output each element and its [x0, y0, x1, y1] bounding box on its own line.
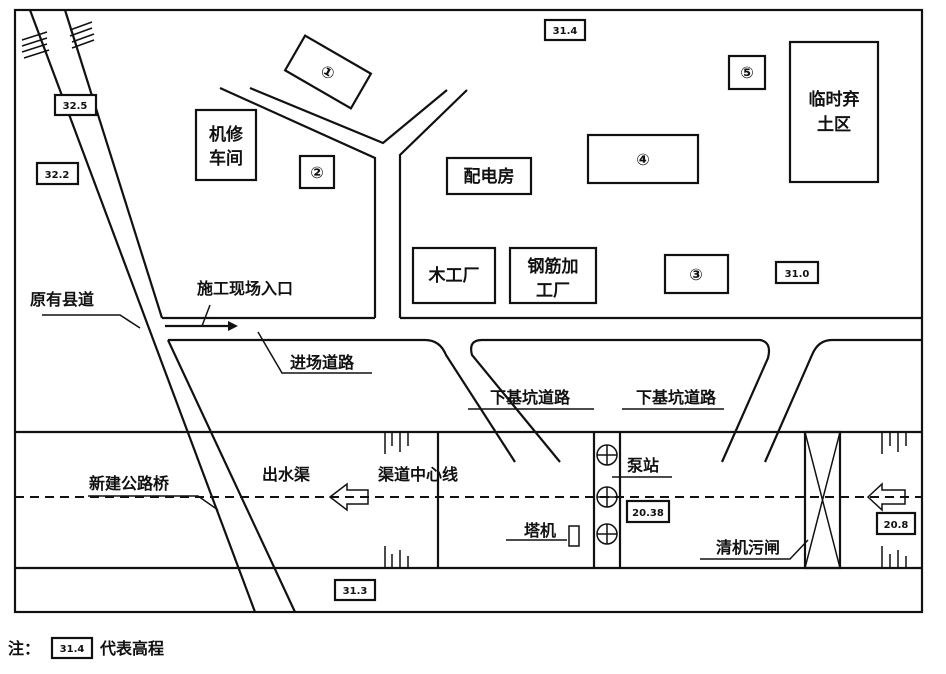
power-room-label: 配电房	[464, 166, 515, 187]
cleaning-gate-label: 清机污闸	[716, 538, 780, 557]
repair-shop-label: 机修	[209, 124, 244, 145]
tower-crane-label: 塔机	[524, 521, 556, 540]
pump-station-label: 泵站	[626, 456, 659, 475]
power-room-box	[445, 156, 533, 196]
pit-road-right-outer	[763, 338, 922, 463]
y-road-inner-edge	[249, 86, 448, 145]
gate-frame	[803, 430, 842, 570]
svg-text:32.2: 32.2	[45, 170, 70, 181]
pit-road-inner	[470, 338, 771, 463]
canal-centerline-label: 渠道中心线	[378, 465, 458, 484]
entrance-leader	[201, 304, 211, 327]
elevation-tag: 31.4	[543, 18, 587, 42]
repair-shop-box	[194, 108, 258, 182]
pit-road-left-label: 下基坑道路	[490, 388, 571, 407]
svg-text:31.3: 31.3	[343, 586, 368, 597]
pit-road-right-label: 下基坑道路	[636, 388, 717, 407]
elevation-tag: 32.2	[35, 161, 80, 186]
note-sample-box	[50, 636, 94, 660]
note-sample-value: 31.4	[60, 644, 85, 655]
embankment-hatch-top	[21, 21, 95, 59]
spoil-area-label-2: 土区	[817, 114, 851, 135]
old-county-road-leader	[42, 314, 141, 329]
pit-road-left-outer	[168, 338, 516, 463]
facility-4-box	[586, 133, 700, 185]
inflow-arrow-icon	[866, 482, 906, 512]
new-bridge-label: 新建公路桥	[89, 474, 170, 493]
y-road-left-edge	[219, 86, 377, 318]
site-entrance-label: 施工现场入口	[197, 279, 293, 298]
facility-1: ①	[283, 34, 373, 110]
pump-icon	[596, 444, 618, 545]
carpentry-box	[411, 246, 497, 305]
note-text: 代表高程	[99, 639, 164, 658]
elevation-tag: 31.3	[333, 578, 377, 602]
site-boundary	[13, 8, 924, 614]
elevation-tag: 31.0	[774, 260, 820, 285]
elevation-tag: 20.8	[875, 511, 917, 536]
gate-x-icon	[804, 431, 841, 569]
facility-5-box	[727, 54, 767, 91]
svg-text:32.5: 32.5	[63, 101, 88, 112]
county-road-right-edge-lower	[167, 339, 296, 613]
svg-text:20.38: 20.38	[632, 508, 664, 519]
facility-5-label: ⑤	[740, 63, 754, 82]
new-bridge-leader	[88, 495, 219, 511]
county-road-right-edge-upper	[63, 9, 164, 319]
repair-shop-label-2: 车间	[209, 148, 243, 169]
spoil-area-box	[788, 40, 880, 184]
old-county-road-label: 原有县道	[30, 290, 94, 309]
y-road-right-edge	[398, 89, 468, 318]
facility-2-box	[298, 154, 336, 190]
svg-text:31.0: 31.0	[785, 269, 810, 280]
rebar-shop-box	[508, 246, 598, 305]
svg-text:20.8: 20.8	[884, 520, 909, 531]
access-road-leader	[257, 331, 372, 374]
bank-hatch	[384, 432, 907, 568]
facility-2-label: ②	[310, 163, 324, 182]
facility-3-label: ③	[689, 265, 703, 284]
outlet-canal-label: 出水渠	[262, 465, 311, 484]
elevation-tag: 20.38	[625, 499, 671, 524]
note-prefix: 注：	[8, 639, 40, 658]
svg-text:31.4: 31.4	[553, 26, 578, 37]
entrance-arrowhead-icon	[228, 321, 238, 331]
carpentry-label: 木工厂	[428, 265, 480, 286]
tower-crane-icon	[568, 525, 580, 547]
access-road-label: 进场道路	[290, 353, 355, 372]
facility-3-box	[663, 253, 730, 295]
elevation-tag: 32.5	[53, 93, 98, 117]
outflow-arrow-icon	[328, 482, 369, 512]
spoil-area-label: 临时弃	[809, 89, 860, 110]
cleaning-gate-leader	[700, 539, 809, 560]
rebar-shop-label-2: 工厂	[536, 281, 570, 301]
rebar-shop-label: 钢筋加	[528, 256, 579, 277]
facility-4-label: ④	[636, 150, 650, 169]
